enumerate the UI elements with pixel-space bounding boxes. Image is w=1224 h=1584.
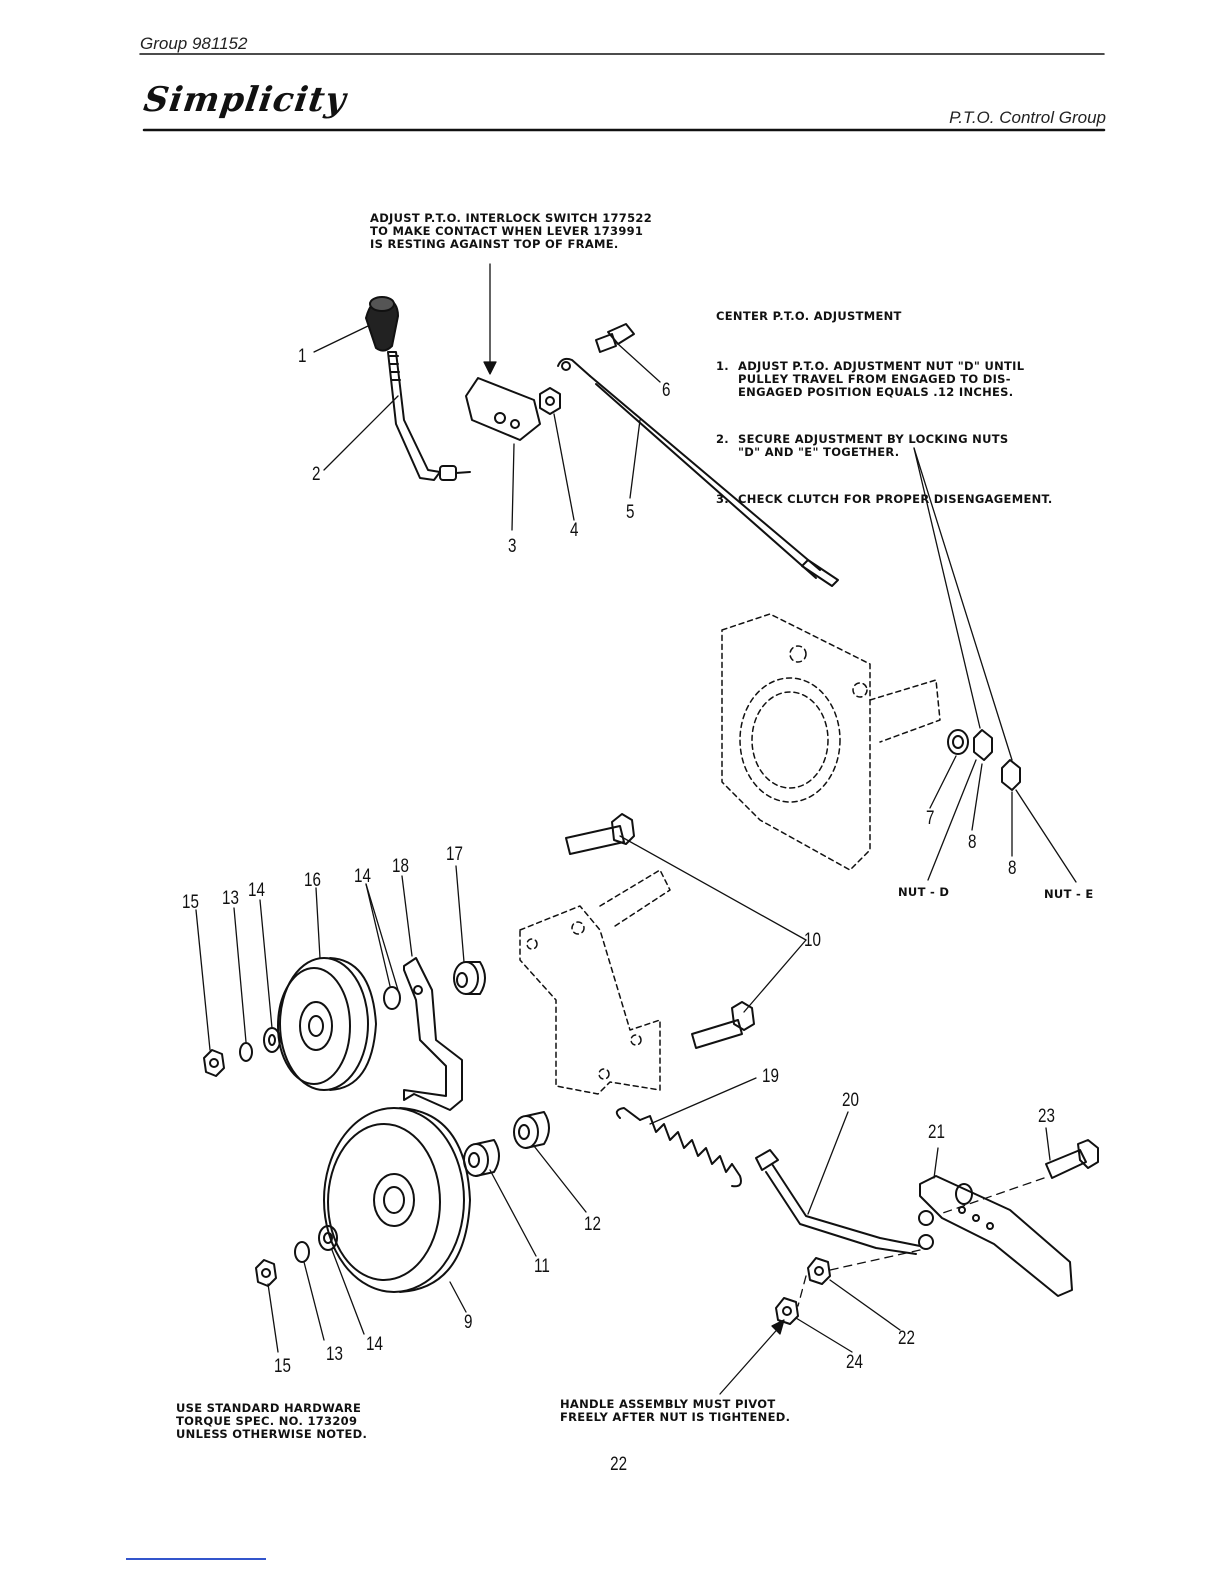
part-adjustment-rod bbox=[557, 357, 839, 587]
callout-6: 6 bbox=[662, 380, 671, 401]
part-nuts-lower bbox=[775, 1257, 831, 1325]
nut-d-label: NUT - D bbox=[898, 885, 950, 899]
part-bolt-23 bbox=[1045, 1139, 1099, 1179]
part-drive-pulley bbox=[323, 1107, 471, 1293]
hardware-note: USE STANDARD HARDWARE TORQUE SPEC. NO. 1… bbox=[176, 1401, 368, 1441]
part-interlock-switch bbox=[465, 377, 541, 441]
handle-note: HANDLE ASSEMBLY MUST PIVOT FREELY AFTER … bbox=[560, 1397, 791, 1424]
center-pto-step: 3.CHECK CLUTCH FOR PROPER DISENGAGEMENT. bbox=[716, 492, 1053, 506]
callout-2: 2 bbox=[312, 464, 321, 485]
part-nut bbox=[539, 387, 561, 415]
part-spring bbox=[615, 1107, 742, 1188]
callout-24: 24 bbox=[846, 1352, 863, 1373]
callout-11: 11 bbox=[534, 1256, 550, 1277]
part-washers-left bbox=[203, 986, 401, 1077]
callout-14a: 14 bbox=[248, 880, 265, 901]
part-nuts-upper bbox=[947, 729, 1021, 791]
center-pto-steps: 1.ADJUST P.T.O. ADJUSTMENT NUT "D" UNTIL… bbox=[716, 334, 1053, 527]
callout-17: 17 bbox=[446, 844, 463, 865]
frame-bracket-upper bbox=[721, 613, 941, 871]
callout-10: 10 bbox=[804, 930, 821, 951]
part-idler-pulley bbox=[277, 957, 377, 1091]
callout-18: 18 bbox=[392, 856, 409, 877]
callout-23: 23 bbox=[1038, 1106, 1055, 1127]
part-handle-rod bbox=[755, 1149, 934, 1255]
callout-20: 20 bbox=[842, 1090, 859, 1111]
callout-13b: 13 bbox=[326, 1344, 343, 1365]
part-bolt-small bbox=[595, 323, 635, 353]
callout-19: 19 bbox=[762, 1066, 779, 1087]
callout-8b: 8 bbox=[1008, 858, 1017, 879]
part-spacer-17 bbox=[453, 961, 486, 995]
assembly-lines bbox=[797, 1177, 1045, 1307]
callout-21: 21 bbox=[928, 1122, 945, 1143]
footer-link-underline[interactable] bbox=[126, 1558, 266, 1560]
callout-3: 3 bbox=[508, 536, 517, 557]
center-pto-title: CENTER P.T.O. ADJUSTMENT bbox=[716, 309, 902, 323]
part-washers-lower bbox=[255, 1225, 338, 1287]
callout-4: 4 bbox=[570, 520, 579, 541]
part-handle-bracket bbox=[919, 1175, 1073, 1297]
part-lever bbox=[387, 351, 471, 481]
callout-13a: 13 bbox=[222, 888, 239, 909]
nut-e-label: NUT - E bbox=[1044, 887, 1094, 901]
callout-8a: 8 bbox=[968, 832, 977, 853]
callout-1: 1 bbox=[298, 346, 307, 367]
callout-14b: 14 bbox=[354, 866, 371, 887]
part-idler-bracket bbox=[403, 957, 463, 1111]
section-title: P.T.O. Control Group bbox=[949, 108, 1106, 127]
part-bolts-10 bbox=[565, 813, 755, 1049]
callout-7: 7 bbox=[926, 808, 935, 829]
page-number: 22 bbox=[610, 1454, 628, 1475]
center-pto-step: 1.ADJUST P.T.O. ADJUSTMENT NUT "D" UNTIL… bbox=[716, 359, 1025, 399]
part-knob bbox=[365, 296, 399, 352]
callout-12: 12 bbox=[584, 1214, 601, 1235]
callout-15a: 15 bbox=[182, 892, 199, 913]
part-spacers-11-12 bbox=[463, 1111, 550, 1177]
center-pto-step: 2.SECURE ADJUSTMENT BY LOCKING NUTS "D" … bbox=[716, 432, 1009, 459]
interlock-switch-note: ADJUST P.T.O. INTERLOCK SWITCH 177522 TO… bbox=[370, 211, 653, 251]
pivot-bracket bbox=[519, 869, 671, 1095]
callout-15b: 15 bbox=[274, 1356, 291, 1377]
callout-22: 22 bbox=[898, 1328, 915, 1349]
group-number: Group 981152 bbox=[140, 34, 248, 53]
callout-9: 9 bbox=[464, 1312, 473, 1333]
callout-16: 16 bbox=[304, 870, 321, 891]
callout-14c: 14 bbox=[366, 1334, 383, 1355]
callout-5: 5 bbox=[626, 502, 635, 523]
leader-lines bbox=[195, 263, 1077, 1395]
